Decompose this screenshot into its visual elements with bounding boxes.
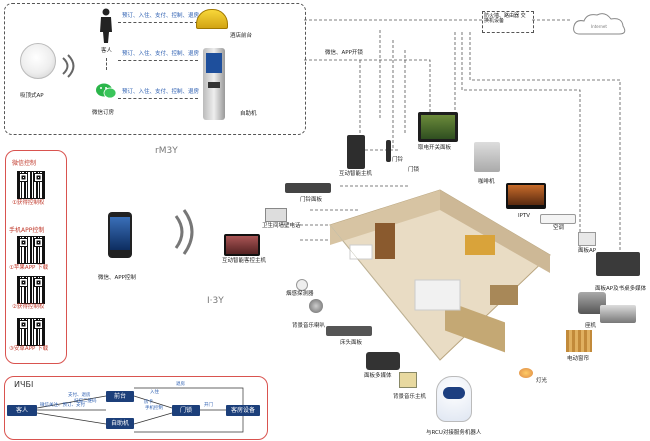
ac-device bbox=[540, 214, 576, 224]
kiosk-label: 自助机 bbox=[240, 111, 257, 117]
self-service-kiosk bbox=[203, 48, 225, 120]
bedside-label: 床头面板 bbox=[340, 340, 363, 346]
flow-line-top bbox=[118, 22, 198, 23]
flow-front-desk-box: 前台 bbox=[106, 391, 134, 402]
doorbell-label: 门铃 bbox=[392, 157, 404, 163]
coffee-label: 咖啡机 bbox=[478, 179, 495, 185]
multimedia-device bbox=[366, 352, 400, 370]
door-lock-label: 门锁 bbox=[408, 167, 420, 173]
flow-line-center bbox=[118, 60, 198, 61]
bathroom-phone-device bbox=[265, 208, 287, 222]
wechat-icon bbox=[95, 82, 117, 104]
multimedia-label: 面板多媒体 bbox=[364, 373, 392, 379]
edge-pay: 支付、退房 bbox=[68, 393, 91, 398]
curtain-device bbox=[566, 330, 592, 352]
hub-label: 互动智能主机 bbox=[339, 171, 373, 177]
speaker-device bbox=[285, 183, 331, 193]
middle-section-label: I·3Y bbox=[207, 296, 224, 306]
app-unlock-label: 微信、APP开锁 bbox=[325, 50, 363, 56]
edge-wechat: 微信关注、预订、支付 bbox=[40, 403, 85, 408]
bg-music-host-device bbox=[399, 372, 417, 388]
network-box bbox=[482, 11, 534, 33]
phone-control-label: 微信、APP控制 bbox=[98, 275, 136, 281]
top-section-label: rM3Y bbox=[155, 146, 178, 156]
desk-phone-device bbox=[578, 292, 606, 314]
edge-checkout: 退房 bbox=[176, 382, 185, 387]
flow-panel bbox=[4, 376, 268, 440]
phone-label: 座机 bbox=[585, 323, 597, 329]
app-sub1-label: ①苹果APP 下载 bbox=[9, 265, 49, 271]
bg-speaker-device bbox=[309, 299, 323, 313]
multimedia-box-device bbox=[600, 305, 636, 323]
edge-checkin: 入住 bbox=[150, 390, 159, 395]
hotel-room-render bbox=[329, 189, 551, 361]
robot-label: 与RCU对接服务机器人 bbox=[426, 430, 482, 436]
smoke-label: 烟感探测器 bbox=[286, 291, 314, 297]
flow-kiosk-box: 自助机 bbox=[106, 418, 134, 429]
ceiling-ap-icon bbox=[20, 43, 56, 79]
flow-line-mid bbox=[118, 98, 198, 99]
bg-music-host-label: 背景音乐主机 bbox=[393, 394, 427, 400]
ios-qr-code bbox=[17, 236, 45, 264]
control-panel-label: 取电开关面板 bbox=[418, 145, 452, 151]
cloud-label: Internet bbox=[591, 24, 607, 29]
reception-label: 酒店前台 bbox=[230, 33, 253, 39]
flow-door-lock-box: 门锁 bbox=[172, 405, 200, 416]
wechat-qr-code bbox=[17, 171, 45, 199]
wechat-sub-label: ①获得控制权 bbox=[12, 200, 45, 206]
edge-open: 开门 bbox=[204, 403, 213, 408]
app-control-title: 手机APP控制 bbox=[9, 227, 45, 234]
inroom-host-label: 互动智能客控主机 bbox=[222, 258, 267, 264]
network-box-label: 防火墙、路由器 交换机设备 bbox=[484, 13, 526, 24]
coffee-machine-device bbox=[474, 142, 500, 172]
edge-control: 手机控制 bbox=[145, 406, 163, 411]
wechat-control-title: 微信控制 bbox=[12, 160, 37, 167]
smoke-detector-device bbox=[296, 279, 308, 291]
android-qr-code bbox=[17, 318, 45, 346]
projector-label: 面板AP及书桌多媒体 bbox=[595, 286, 647, 292]
flow-guest-box: 客人 bbox=[7, 405, 37, 416]
iptv-device bbox=[506, 183, 546, 209]
flow-room-device-box: 客房设备 bbox=[226, 405, 260, 416]
smartphone-icon bbox=[108, 212, 132, 258]
guest-figure-icon bbox=[98, 8, 114, 48]
control-panel-device bbox=[418, 112, 458, 142]
curtain-label: 电动窗帘 bbox=[567, 356, 590, 362]
flow-title: ИЧБI bbox=[14, 380, 34, 389]
wechat-label: 微信订房 bbox=[92, 110, 115, 116]
flow-text-top: 预订、入住、支付、控制、退房 bbox=[122, 13, 200, 19]
bg-music-label: 背景音乐喇叭 bbox=[292, 323, 326, 329]
bathroom-phone-label: 卫生间墙壁电话 bbox=[262, 223, 301, 229]
edge-qr: 扫描二维码 bbox=[74, 399, 97, 404]
app-sub3-label: ③安卓APP 下载 bbox=[9, 346, 49, 352]
wifi-waves-icon bbox=[60, 54, 80, 82]
edge-card: 房卡 bbox=[144, 400, 153, 405]
flow-text-bottom: 预订、入住、支付、控制、退房 bbox=[122, 89, 200, 95]
gateway-device bbox=[578, 232, 596, 246]
control-qr-code bbox=[17, 276, 45, 304]
ap-label: 吸顶式AP bbox=[20, 93, 44, 99]
wifi-waves-mid-icon bbox=[170, 208, 202, 260]
bedside-panel-device bbox=[326, 326, 372, 336]
hub-device bbox=[347, 135, 365, 169]
service-robot bbox=[436, 376, 472, 422]
internet-cloud-icon bbox=[570, 10, 630, 44]
iptv-label: IPTV bbox=[518, 213, 531, 219]
ac-label: 空调 bbox=[553, 225, 565, 231]
doorbell-device bbox=[386, 140, 391, 162]
inroom-host-device bbox=[224, 234, 260, 256]
hotel-network-box bbox=[4, 3, 306, 135]
app-sub2-label: ②获得控制权 bbox=[12, 304, 45, 310]
light-panel-label: 门铃面板 bbox=[300, 197, 323, 203]
gateway-label: 面板AP bbox=[578, 248, 597, 254]
music-player-device bbox=[596, 252, 640, 276]
light-label: 灯光 bbox=[536, 378, 548, 384]
ceiling-light-icon bbox=[519, 368, 533, 378]
flow-text-center: 预订、入住、支付、控制、退房 bbox=[122, 51, 200, 57]
guest-arrow bbox=[106, 58, 107, 70]
guest-label: 客人 bbox=[101, 48, 113, 54]
